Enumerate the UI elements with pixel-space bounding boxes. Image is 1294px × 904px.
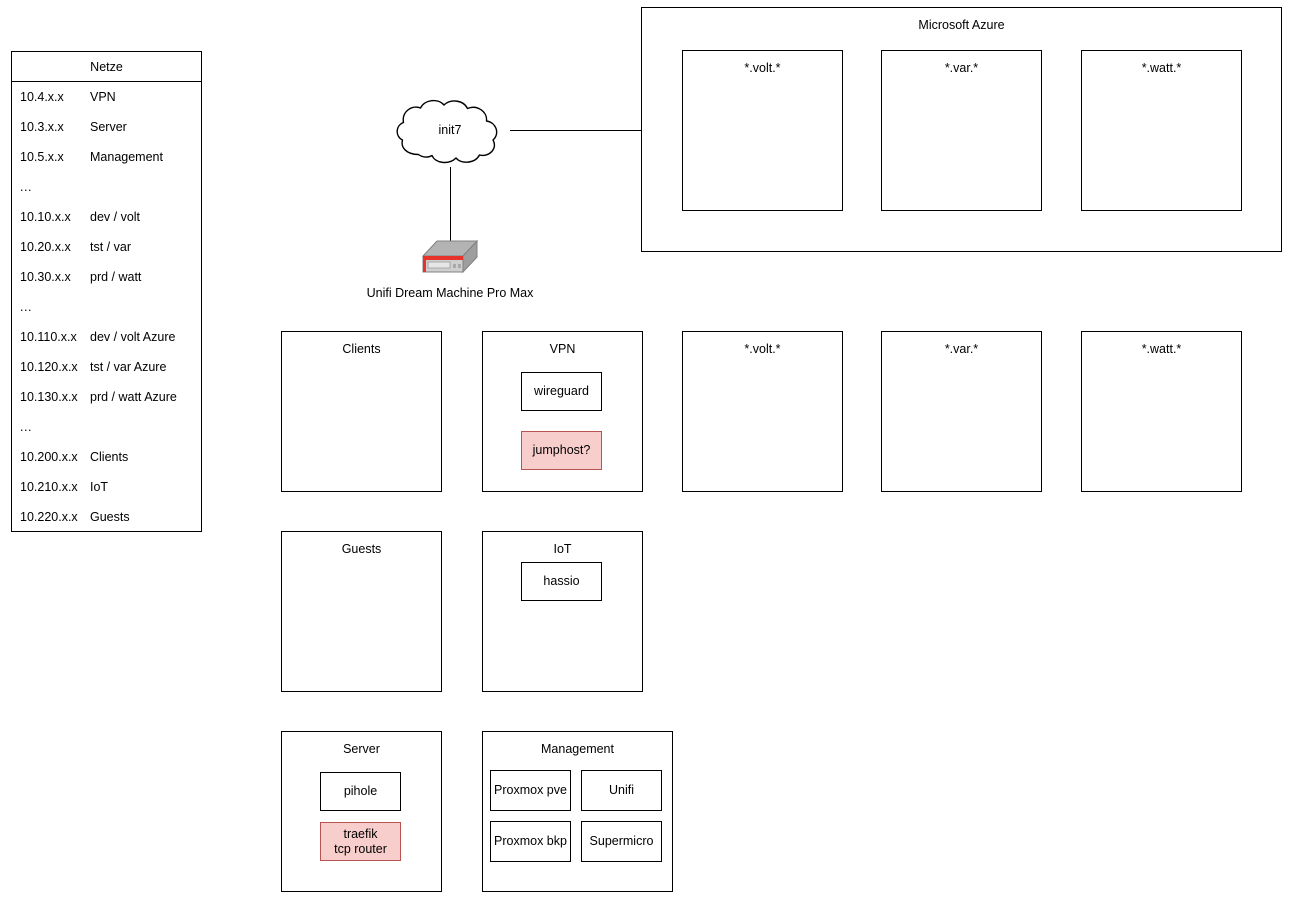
zone-title: *.volt.* xyxy=(744,342,781,356)
azure-zone-var: *.var.* xyxy=(881,50,1042,211)
zone-title: *.watt.* xyxy=(1141,342,1182,356)
table-row: 10.3.x.x Server xyxy=(12,112,201,142)
netze-cidr: 10.210.x.x xyxy=(20,480,78,494)
edge-cloud-to-gateway xyxy=(450,167,451,242)
zone-guests: Guests xyxy=(281,531,442,692)
netze-cidr: 10.4.x.x xyxy=(20,90,64,104)
netze-name: tst / var Azure xyxy=(90,360,167,374)
table-row: 10.220.x.x Guests xyxy=(12,502,201,532)
table-row: 10.30.x.x prd / watt xyxy=(12,262,201,292)
zone-title: *.watt.* xyxy=(1141,61,1182,75)
node-jumphost[interactable]: jumphost? xyxy=(521,431,602,470)
azure-title: Microsoft Azure xyxy=(918,18,1005,32)
netze-cidr: 10.130.x.x xyxy=(20,390,78,404)
table-row: ... xyxy=(12,292,201,322)
zone-title: Server xyxy=(343,742,380,756)
netze-name: Clients xyxy=(90,450,129,464)
table-row: 10.210.x.x IoT xyxy=(12,472,201,502)
firewall-appliance-icon xyxy=(420,239,480,283)
internet-cloud: init7 xyxy=(390,97,510,167)
netze-name: Guests xyxy=(90,510,130,524)
table-row: 10.20.x.x tst / var xyxy=(12,232,201,262)
zone-management: Management xyxy=(482,731,673,892)
netze-cidr: 10.20.x.x xyxy=(20,240,71,254)
netze-name: dev / volt Azure xyxy=(90,330,176,344)
netze-cidr: 10.200.x.x xyxy=(20,450,78,464)
table-row: 10.120.x.x tst / var Azure xyxy=(12,352,201,382)
table-row: 10.110.x.x dev / volt Azure xyxy=(12,322,201,352)
node-label: Proxmox bkp xyxy=(494,834,567,848)
netze-cidr: ... xyxy=(20,420,32,434)
zone-title: IoT xyxy=(553,542,572,556)
zone-server: Server xyxy=(281,731,442,892)
netze-cidr: ... xyxy=(20,300,32,314)
netze-name: tst / var xyxy=(90,240,131,254)
firewall-appliance-glyph xyxy=(421,239,479,274)
table-row: ... xyxy=(12,412,201,442)
node-label: hassio xyxy=(543,574,580,588)
node-pihole[interactable]: pihole xyxy=(320,772,401,811)
zone-clients: Clients xyxy=(281,331,442,492)
azure-zone-volt: *.volt.* xyxy=(682,50,843,211)
netze-name: VPN xyxy=(90,90,116,104)
zone-title: Clients xyxy=(342,342,381,356)
table-row: 10.130.x.x prd / watt Azure xyxy=(12,382,201,412)
node-label: traefik tcp router xyxy=(334,826,387,856)
zone-title: Guests xyxy=(341,542,382,556)
netze-cidr: 10.110.x.x xyxy=(20,330,77,344)
zone-title: VPN xyxy=(549,342,576,356)
zone-title: *.volt.* xyxy=(744,61,781,75)
node-hassio[interactable]: hassio xyxy=(521,562,602,601)
netze-name: Server xyxy=(90,120,127,134)
zone-volt: *.volt.* xyxy=(682,331,843,492)
node-label: jumphost? xyxy=(532,443,591,457)
netze-cidr: 10.120.x.x xyxy=(20,360,78,374)
node-label: Proxmox pve xyxy=(494,783,567,797)
netze-cidr: 10.220.x.x xyxy=(20,510,78,524)
netze-cidr: 10.3.x.x xyxy=(20,120,64,134)
zone-watt: *.watt.* xyxy=(1081,331,1242,492)
table-row: 10.5.x.x Management xyxy=(12,142,201,172)
cloud-label: init7 xyxy=(438,123,462,137)
node-label: Supermicro xyxy=(589,834,654,848)
table-row: ... xyxy=(12,172,201,202)
netze-cidr: ... xyxy=(20,180,32,194)
zone-title: *.var.* xyxy=(944,342,979,356)
netze-name: prd / watt Azure xyxy=(90,390,177,404)
node-label: Unifi xyxy=(608,783,634,797)
node-unifi[interactable]: Unifi xyxy=(581,770,662,811)
netze-cidr: 10.10.x.x xyxy=(20,210,71,224)
node-proxmox-bkp[interactable]: Proxmox bkp xyxy=(490,821,571,862)
zone-title: *.var.* xyxy=(944,61,979,75)
zone-title: Management xyxy=(541,742,614,756)
edge-cloud-to-azure xyxy=(510,130,641,131)
netze-cidr: 10.5.x.x xyxy=(20,150,64,164)
node-label: pihole xyxy=(343,784,378,798)
node-supermicro[interactable]: Supermicro xyxy=(581,821,662,862)
azure-zone-watt: *.watt.* xyxy=(1081,50,1242,211)
netze-table-rows: 10.4.x.x VPN 10.3.x.x Server 10.5.x.x Ma… xyxy=(12,82,201,532)
node-proxmox-pve[interactable]: Proxmox pve xyxy=(490,770,571,811)
zone-iot: IoT xyxy=(482,531,643,692)
netze-cidr: 10.30.x.x xyxy=(20,270,71,284)
netze-name: Management xyxy=(90,150,163,164)
node-label: wireguard xyxy=(534,384,589,398)
table-row: 10.10.x.x dev / volt xyxy=(12,202,201,232)
netze-legend-table: Netze 10.4.x.x VPN 10.3.x.x Server 10.5.… xyxy=(11,51,202,532)
netze-name: IoT xyxy=(90,480,109,494)
table-row: 10.200.x.x Clients xyxy=(12,442,201,472)
node-traefik-tcp-router[interactable]: traefik tcp router xyxy=(320,822,401,861)
zone-var: *.var.* xyxy=(881,331,1042,492)
table-row: 10.4.x.x VPN xyxy=(12,82,201,112)
cloud-icon xyxy=(396,99,498,164)
node-wireguard[interactable]: wireguard xyxy=(521,372,602,411)
gateway-label: Unifi Dream Machine Pro Max xyxy=(366,286,534,300)
netze-table-header: Netze xyxy=(12,52,201,82)
netze-name: prd / watt xyxy=(90,270,142,284)
netze-name: dev / volt xyxy=(90,210,141,224)
